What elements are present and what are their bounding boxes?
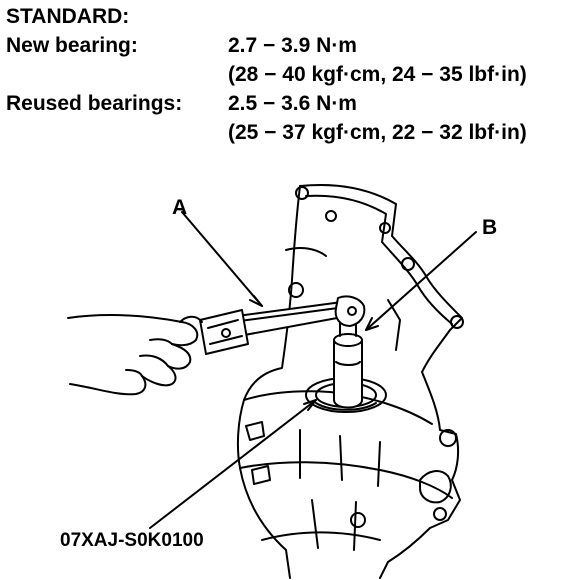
callout-leader-lines [149, 211, 477, 529]
tool-part-number: 07XAJ-S0K0100 [60, 530, 204, 551]
spec-alt-value-new-bearing: (28 − 40 kgf·cm, 24 − 35 lbf·in) [228, 63, 527, 86]
standard-heading: STANDARD: [6, 5, 130, 28]
spec-value-reused-bearings: 2.5 − 3.6 N·m [228, 92, 357, 115]
spec-label-new-bearing: New bearing: [6, 34, 138, 57]
spec-alt-value-reused-bearings: (25 − 37 kgf·cm, 22 − 32 lbf·in) [228, 121, 527, 144]
spec-label-reused-bearings: Reused bearings: [6, 92, 183, 115]
transmission-housing [236, 183, 463, 579]
housing-bolt-holes [288, 186, 464, 528]
torque-wrench [199, 295, 366, 355]
technician-hand [67, 314, 203, 396]
callout-label-b: B [482, 216, 498, 239]
callout-label-a: A [172, 196, 188, 219]
spec-value-new-bearing: 2.7 − 3.9 N·m [228, 34, 357, 57]
